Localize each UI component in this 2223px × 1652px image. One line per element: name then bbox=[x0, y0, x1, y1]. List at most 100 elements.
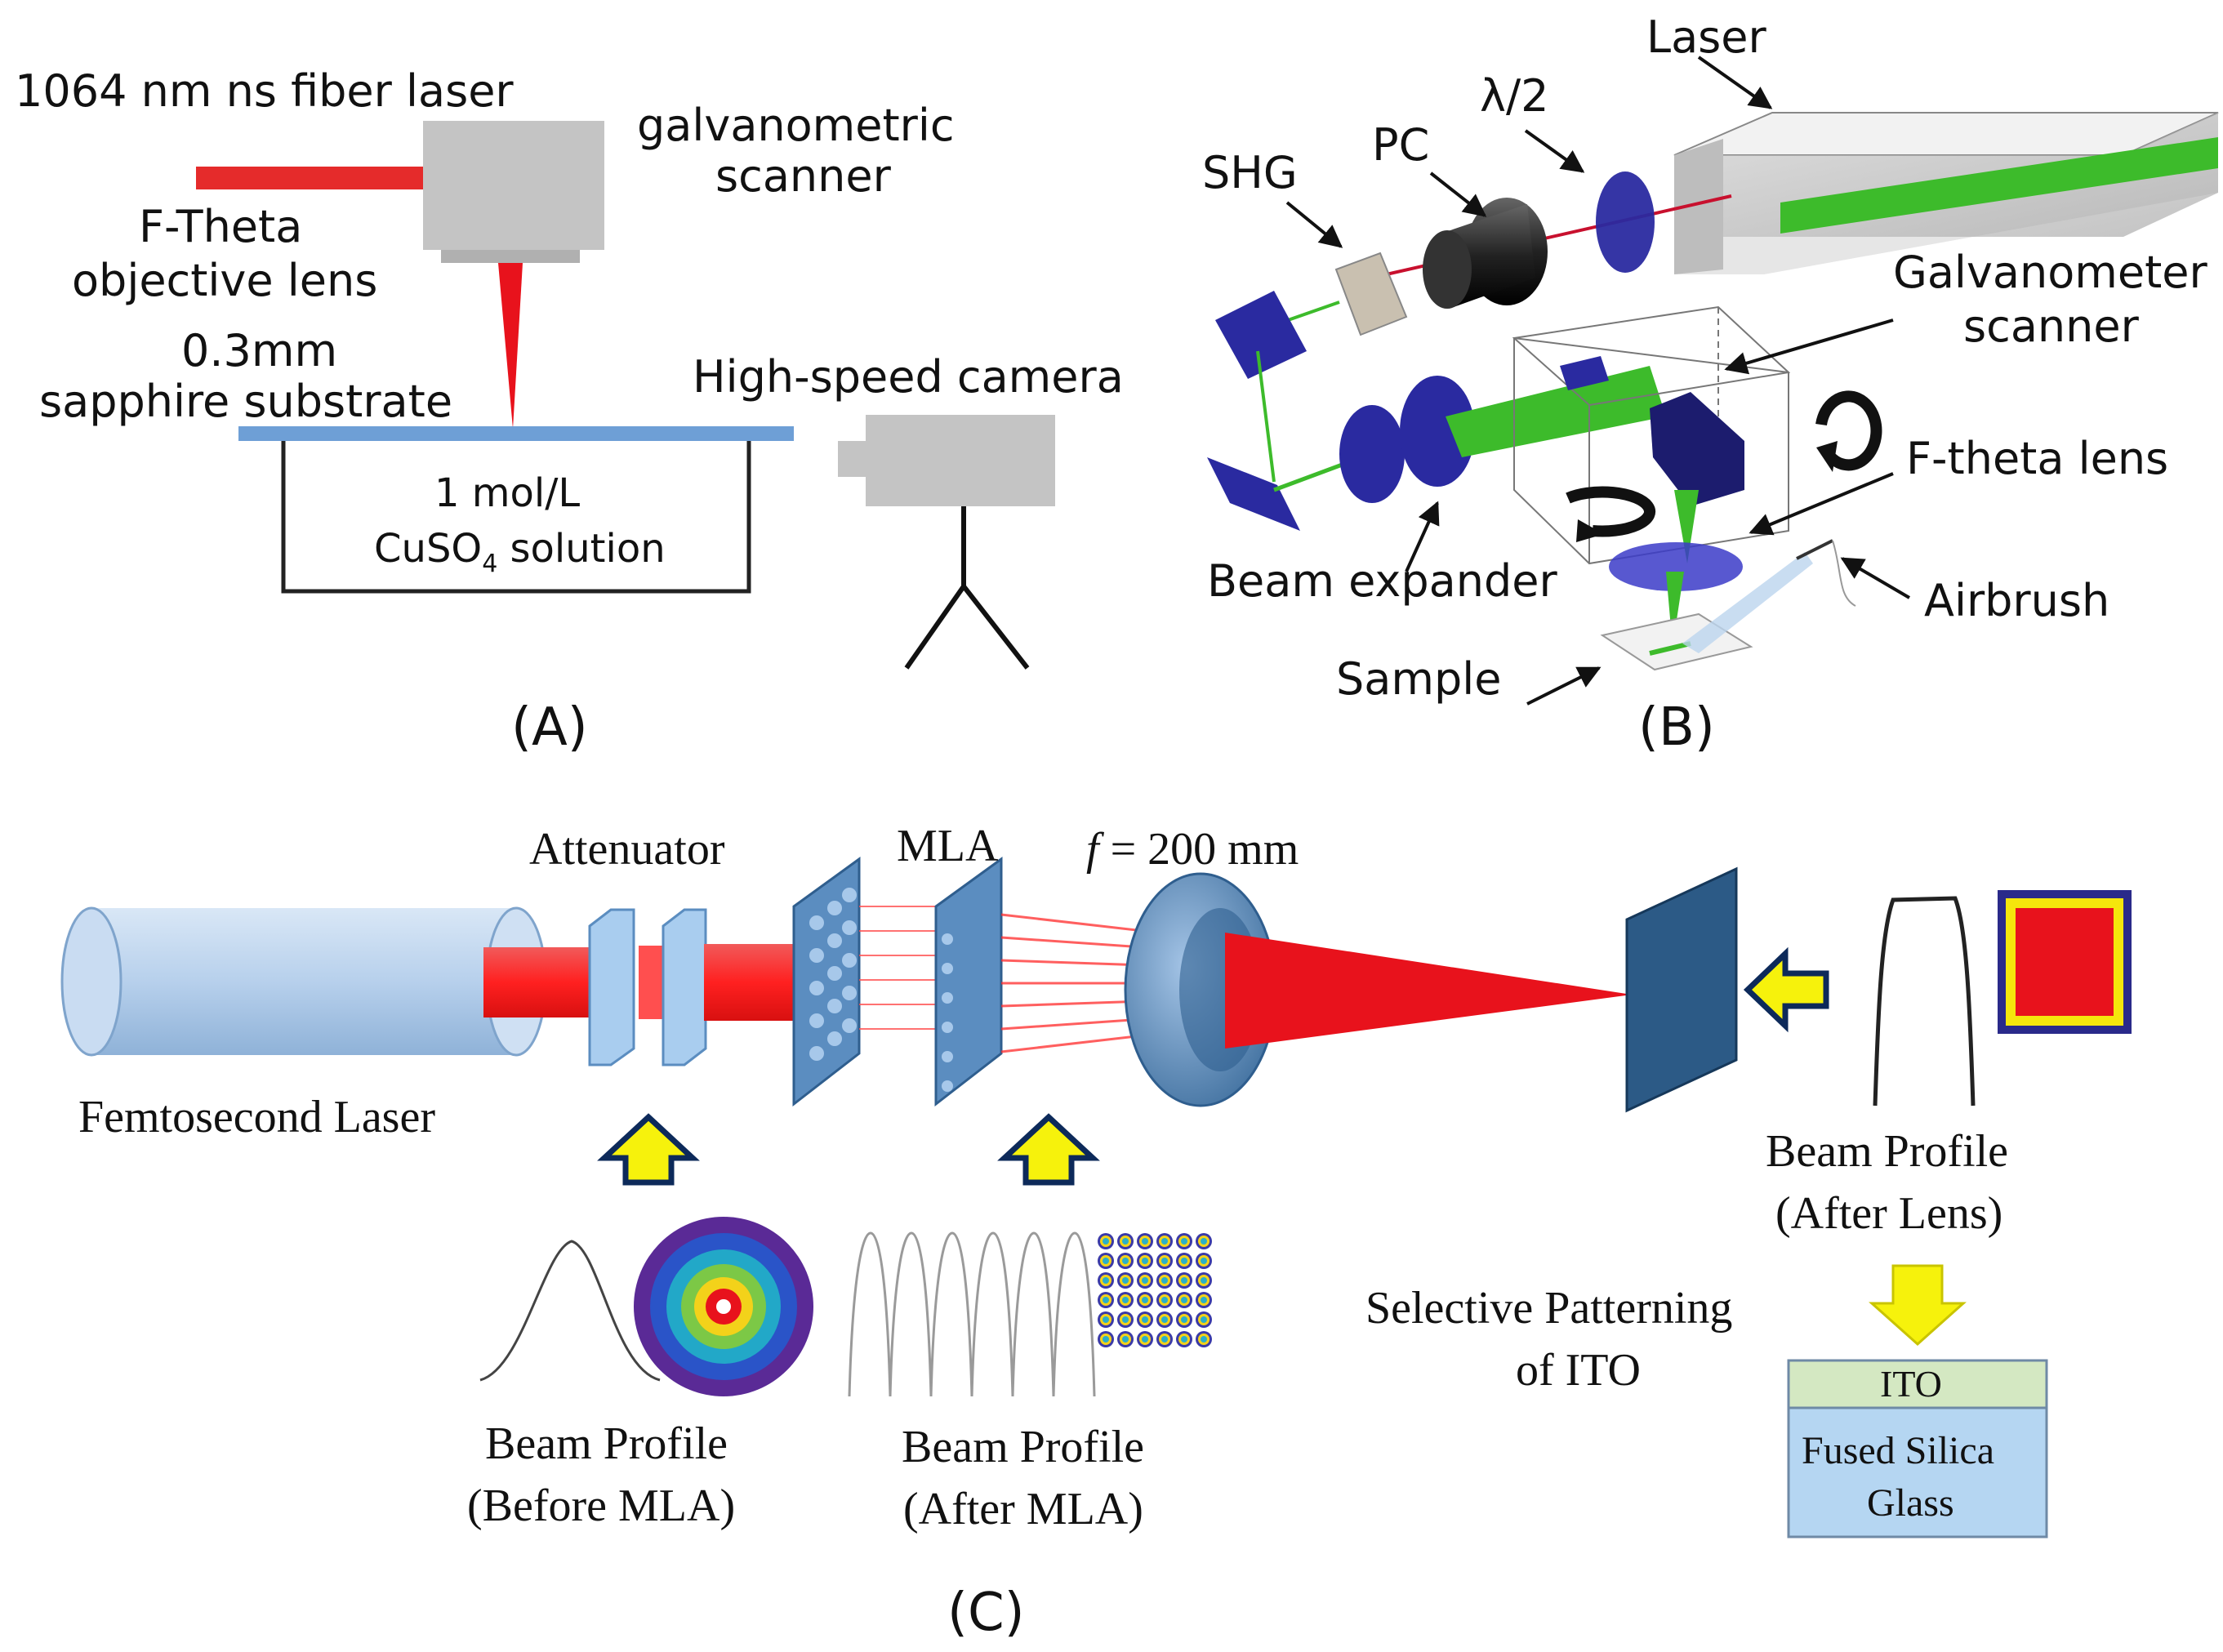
sapphire-substrate bbox=[238, 426, 794, 441]
flat-top-profile-curve bbox=[1873, 896, 1976, 1107]
ftheta-lens-block bbox=[441, 250, 580, 263]
mla-label: MLA bbox=[897, 821, 999, 871]
beamlet-spot bbox=[1201, 1297, 1207, 1303]
beamlet-spot bbox=[1122, 1258, 1129, 1264]
galvo-mirror-small bbox=[1560, 356, 1609, 390]
airbrush-spray bbox=[1682, 552, 1813, 653]
pointer-pc bbox=[1429, 171, 1487, 217]
galvo-label-b-line1: Galvanometer bbox=[1893, 247, 2207, 298]
galvo-scanner-box bbox=[423, 121, 604, 250]
beamlet-spot bbox=[1161, 1238, 1168, 1245]
pointer-galvo bbox=[1724, 318, 1894, 375]
fiber-laser-beam bbox=[196, 167, 425, 189]
high-speed-camera bbox=[838, 415, 1055, 670]
galvo-label-line2: scanner bbox=[715, 150, 892, 202]
beamlets-after-mla bbox=[1000, 913, 1144, 1053]
pc-label: PC bbox=[1372, 119, 1429, 171]
pockels-cell bbox=[1423, 198, 1548, 309]
pointer-shg bbox=[1285, 201, 1343, 248]
attenuator-label: Attenuator bbox=[529, 824, 725, 875]
rotation-arrow-left bbox=[1566, 486, 1656, 537]
beamlet-spot bbox=[1122, 1316, 1129, 1323]
beamlet-spot bbox=[1181, 1258, 1187, 1264]
glass-label-line2: Glass bbox=[1867, 1481, 1954, 1525]
glass-label-line1: Fused Silica bbox=[1802, 1429, 1994, 1472]
beamlet-spot bbox=[1161, 1297, 1168, 1303]
sample-label: Sample bbox=[1336, 653, 1501, 705]
panel-b: Laser λ/2 PC SHG Galvanometer scanner F-… bbox=[1202, 11, 2219, 758]
selective-patterning-line1: Selective Patterning bbox=[1365, 1283, 1732, 1334]
beamlet-spot bbox=[1181, 1336, 1187, 1343]
beamlet-spot bbox=[1181, 1316, 1187, 1323]
mirror-1 bbox=[1215, 291, 1307, 379]
selective-patterning-line2: of ITO bbox=[1516, 1345, 1641, 1396]
half-wave-label: λ/2 bbox=[1480, 70, 1549, 122]
beamlet-spot bbox=[1142, 1277, 1148, 1284]
solution-label-line2: CuSO4 solution bbox=[374, 526, 666, 578]
beamlet-spot bbox=[1161, 1336, 1168, 1343]
beamlet-spot bbox=[1142, 1316, 1148, 1323]
galvo-mirror-large bbox=[1650, 392, 1744, 506]
airbrush-nozzle bbox=[1796, 539, 1833, 560]
beamlet-spot bbox=[1103, 1316, 1109, 1323]
green-beam-2 bbox=[1256, 350, 1276, 483]
lens-label-line1: F-Theta bbox=[139, 201, 302, 252]
mla-array-2 bbox=[934, 857, 1003, 1107]
ito-layer bbox=[1787, 1359, 2048, 1409]
panel-a-caption: (A) bbox=[511, 697, 588, 758]
beamlet-spot bbox=[1122, 1277, 1129, 1284]
half-wave-plate bbox=[1596, 171, 1655, 273]
beamlet-spot bbox=[1181, 1238, 1187, 1245]
scanned-green-beam bbox=[1674, 490, 1699, 563]
airbrush-label: Airbrush bbox=[1924, 575, 2109, 626]
laser-gain-stripe bbox=[1780, 137, 2218, 234]
arrow-after-lens bbox=[1869, 1264, 1967, 1347]
pointer-airbrush bbox=[1840, 557, 1911, 599]
beamlet-spot bbox=[1122, 1238, 1129, 1245]
beamlet-spot bbox=[1103, 1336, 1109, 1343]
beamlet-spot bbox=[1103, 1277, 1109, 1284]
profile-after-mla-line1: Beam Profile bbox=[902, 1422, 1144, 1472]
mirror-2 bbox=[1207, 457, 1300, 531]
panel-a: 1064 nm ns fiber laser galvanometric sca… bbox=[15, 65, 1124, 758]
beamlet-spot bbox=[1103, 1297, 1109, 1303]
solution-label-line1: 1 mol/L bbox=[434, 470, 580, 516]
ftheta-label: F-theta lens bbox=[1906, 433, 2168, 484]
lens-label-line2: objective lens bbox=[72, 255, 377, 306]
pointer-laser bbox=[1697, 56, 1773, 109]
femtosecond-laser-label: Femtosecond Laser bbox=[78, 1092, 435, 1142]
rotation-arrow-right bbox=[1815, 390, 1882, 471]
expander-lens-2 bbox=[1400, 376, 1475, 487]
galvo-label-line1: galvanometric bbox=[637, 100, 955, 151]
beamlet-spot bbox=[1103, 1258, 1109, 1264]
focal-length-label: f = 200 mm bbox=[1086, 824, 1299, 875]
beamlet-spot bbox=[1142, 1238, 1148, 1245]
beamlet-spot bbox=[1201, 1258, 1207, 1264]
mla-array-1 bbox=[792, 857, 861, 1107]
beamlet-spot bbox=[1201, 1316, 1207, 1323]
laser-output-beam bbox=[483, 947, 598, 1017]
gaussian-spot bbox=[634, 1217, 813, 1396]
panel-c-caption: (C) bbox=[947, 1583, 1025, 1643]
beamlets-between-mla bbox=[859, 906, 936, 1030]
profile-before-line2: (Before MLA) bbox=[467, 1481, 735, 1531]
pointer-half-wave bbox=[1524, 129, 1585, 173]
pointer-expander bbox=[1405, 501, 1440, 572]
sample-print bbox=[1649, 641, 1691, 656]
profile-after-lens-line2: (After Lens) bbox=[1775, 1188, 2002, 1239]
ftheta-lens-b bbox=[1609, 542, 1743, 591]
beamlet-spot bbox=[1181, 1297, 1187, 1303]
substrate-label-line2: sapphire substrate bbox=[39, 376, 452, 427]
beamlet-spot bbox=[1142, 1258, 1148, 1264]
beamlet-spot bbox=[1161, 1258, 1168, 1264]
expanded-green-beam bbox=[1446, 366, 1666, 457]
ito-label: ITO bbox=[1880, 1363, 1942, 1405]
beamlet-spot bbox=[1161, 1277, 1168, 1284]
expander-lens-1 bbox=[1339, 405, 1405, 503]
beamlet-spot-array bbox=[1098, 1233, 1212, 1347]
camera-label: High-speed camera bbox=[693, 351, 1124, 403]
beamlet-spot bbox=[1201, 1238, 1207, 1245]
beamlet-spot bbox=[1142, 1336, 1148, 1343]
mla-profile-curves bbox=[848, 1231, 1096, 1397]
